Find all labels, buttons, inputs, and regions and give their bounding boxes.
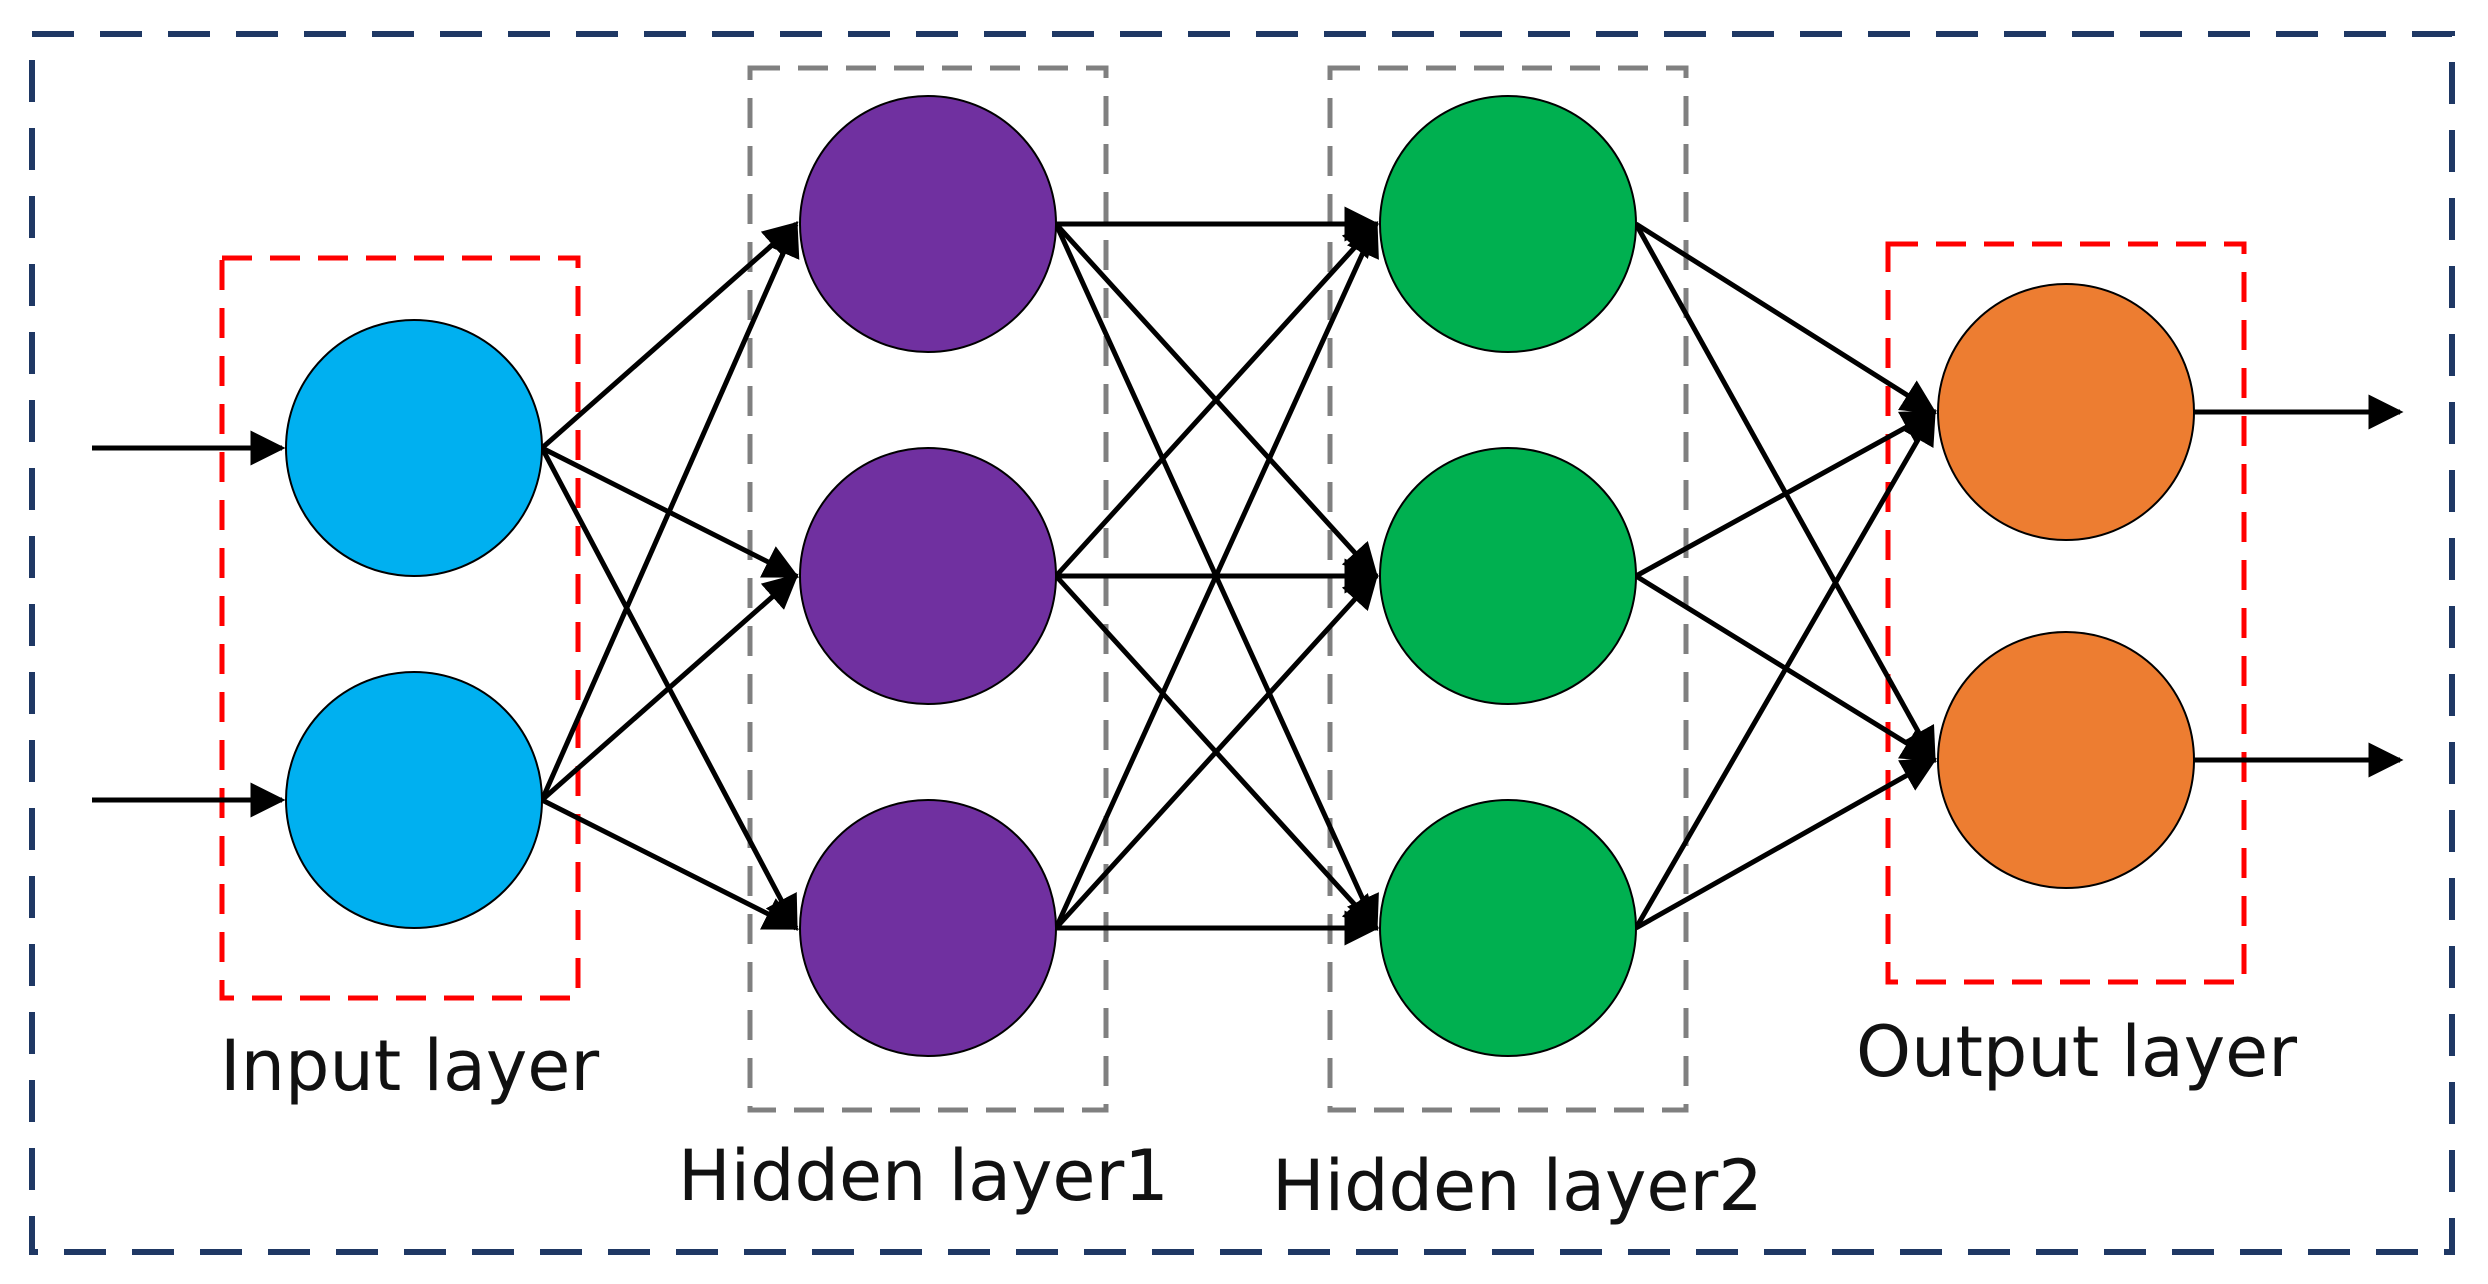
hidden-layer2-label: Hidden layer2	[1272, 1145, 1763, 1227]
connection-l0-n1-to-n0	[539, 220, 800, 802]
connection-l2-n1-to-n0	[1634, 409, 1938, 579]
connection-l2-n2-to-n0	[1633, 408, 1937, 930]
connection-l1-n1-to-n0	[1054, 221, 1379, 578]
hidden2-neuron-3	[1379, 799, 1637, 1057]
connection-l1-n2-to-n0	[1053, 220, 1379, 930]
outer-frame	[29, 31, 2455, 1255]
input-layer-box	[219, 255, 581, 1001]
output-layer-box	[1885, 241, 2247, 985]
hidden1-neuron-3	[799, 799, 1057, 1057]
output-neuron-2	[1937, 631, 2195, 889]
connection-l2-n2-to-n1	[1634, 757, 1938, 931]
hidden1-neuron-1	[799, 95, 1057, 353]
connection-l2-n0-to-n0	[1634, 221, 1937, 415]
input-neuron-1	[285, 319, 543, 577]
hidden-layer2-box	[1327, 65, 1689, 1113]
output-layer-label: Output layer	[1856, 1011, 2297, 1093]
connection-l0-n0-to-n0	[540, 221, 799, 450]
input-layer-label: Input layer	[220, 1025, 599, 1107]
output-neuron-1	[1937, 283, 2195, 541]
hidden2-neuron-1	[1379, 95, 1637, 353]
neurons	[285, 95, 2195, 1057]
hidden2-neuron-2	[1379, 447, 1637, 705]
hidden-layer1-label: Hidden layer1	[678, 1135, 1169, 1217]
hidden-layer1-box	[747, 65, 1109, 1113]
hidden1-neuron-2	[799, 447, 1057, 705]
connection-l0-n1-to-n2	[540, 797, 800, 931]
input-neuron-2	[285, 671, 543, 929]
connection-l0-n1-to-n1	[540, 573, 799, 802]
connections	[92, 206, 2404, 946]
connection-l1-n2-to-n1	[1054, 573, 1379, 930]
